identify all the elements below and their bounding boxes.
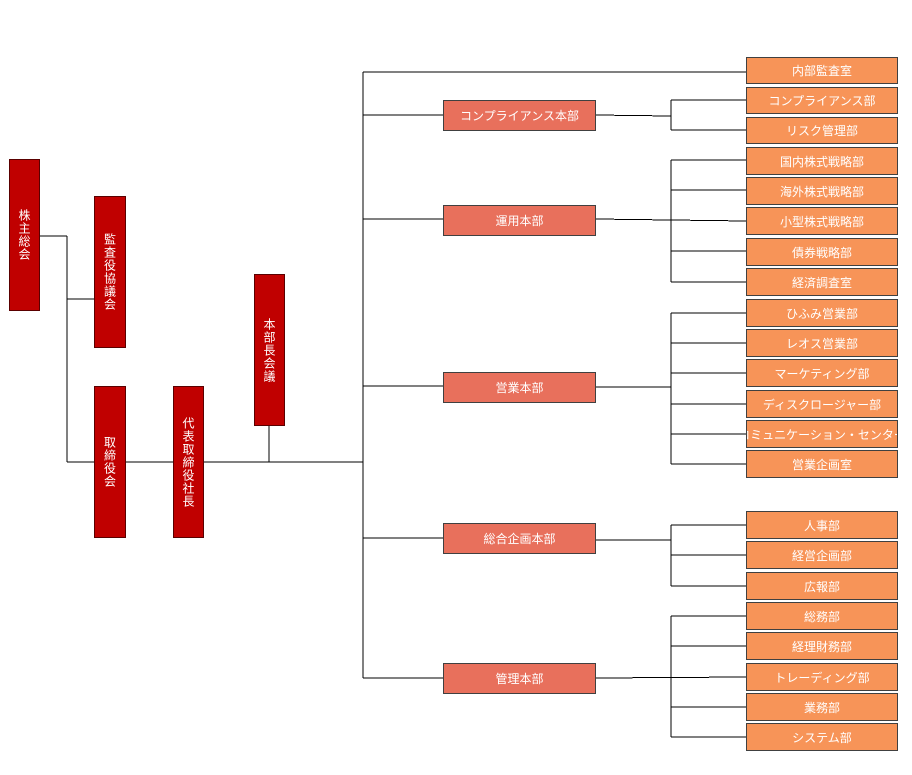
division-sales: 営業本部 — [443, 372, 596, 403]
board-box: 取締役会 — [94, 386, 126, 538]
dept-label: 経済調査室 — [791, 275, 852, 290]
dept-label: コンプライアンス部 — [768, 94, 876, 108]
dept-label: 総務部 — [803, 609, 840, 624]
dept-general-affairs: 総務部 — [746, 602, 898, 630]
division-compliance-label: コンプライアンス本部 — [460, 109, 579, 123]
dept-hr: 人事部 — [746, 511, 898, 539]
dept-label: マーケティング部 — [774, 366, 870, 381]
dept-operations: 業務部 — [746, 693, 898, 721]
dept-label: 業務部 — [803, 700, 840, 715]
dept-compliance: コンプライアンス部 — [746, 87, 898, 114]
division-investment-label: 運用本部 — [495, 214, 544, 228]
dept-label: リスク管理部 — [785, 124, 858, 138]
dept-label: ディスクロージャー部 — [762, 397, 882, 412]
board-label: 取締役会 — [102, 436, 117, 488]
dept-label: 国内株式戦略部 — [779, 154, 864, 169]
dept-label: トレーディング部 — [774, 670, 870, 685]
dept-risk-management: リスク管理部 — [746, 117, 898, 144]
dept-disclosure: ディスクロージャー部 — [746, 390, 898, 418]
dept-systems: システム部 — [746, 723, 898, 751]
dept-communication-center: コミュニケーション・センター — [746, 420, 898, 448]
dept-trading: トレーディング部 — [746, 663, 898, 691]
dept-label: 人事部 — [803, 518, 840, 533]
dept-label: システム部 — [792, 730, 852, 745]
division-planning-label: 総合企画本部 — [483, 532, 556, 546]
division-admin-label: 管理本部 — [495, 672, 544, 686]
ceo-label: 代表取締役社長 — [181, 416, 195, 508]
dept-hifumi-sales: ひふみ営業部 — [746, 299, 898, 327]
dept-label: 営業企画室 — [791, 457, 852, 472]
division-investment: 運用本部 — [443, 205, 596, 236]
division-admin: 管理本部 — [443, 663, 596, 694]
dept-label: レオス営業部 — [785, 336, 858, 351]
dept-sales-planning: 営業企画室 — [746, 450, 898, 478]
dept-pr: 広報部 — [746, 572, 898, 600]
dept-bond-strategy: 債券戦略部 — [746, 238, 898, 266]
dept-domestic-equity: 国内株式戦略部 — [746, 147, 898, 175]
dept-small-cap-equity: 小型株式戦略部 — [746, 207, 898, 235]
dept-label: 小型株式戦略部 — [779, 214, 864, 229]
dept-rheos-sales: レオス営業部 — [746, 329, 898, 357]
dept-label: 内部監査室 — [791, 64, 852, 78]
dept-label: 債券戦略部 — [791, 245, 852, 260]
dept-accounting-finance: 経理財務部 — [746, 632, 898, 660]
dept-label: コミュニケーション・センター — [746, 427, 898, 442]
division-heads-meeting-box: 本部長会議 — [254, 274, 285, 426]
dept-economic-research: 経済調査室 — [746, 268, 898, 296]
audit-committee-box: 監査役協議会 — [94, 196, 126, 348]
dept-label: 経理財務部 — [791, 639, 852, 654]
dept-marketing: マーケティング部 — [746, 359, 898, 387]
ceo-box: 代表取締役社長 — [173, 386, 204, 538]
dept-internal-audit: 内部監査室 — [746, 57, 898, 84]
dept-label: 経営企画部 — [791, 548, 852, 563]
dept-label: 広報部 — [803, 579, 840, 594]
division-planning: 総合企画本部 — [443, 523, 596, 554]
dept-label: 海外株式戦略部 — [779, 184, 864, 199]
division-sales-label: 営業本部 — [495, 381, 544, 395]
division-compliance: コンプライアンス本部 — [443, 100, 596, 131]
division-heads-meeting-label: 本部長会議 — [262, 317, 276, 383]
shareholders-meeting-box: 株主総会 — [9, 159, 40, 311]
dept-corporate-planning: 経営企画部 — [746, 541, 898, 569]
dept-overseas-equity: 海外株式戦略部 — [746, 177, 898, 205]
shareholders-meeting-label: 株主総会 — [17, 209, 31, 261]
dept-label: ひふみ営業部 — [785, 306, 858, 321]
audit-committee-label: 監査役協議会 — [102, 233, 117, 311]
